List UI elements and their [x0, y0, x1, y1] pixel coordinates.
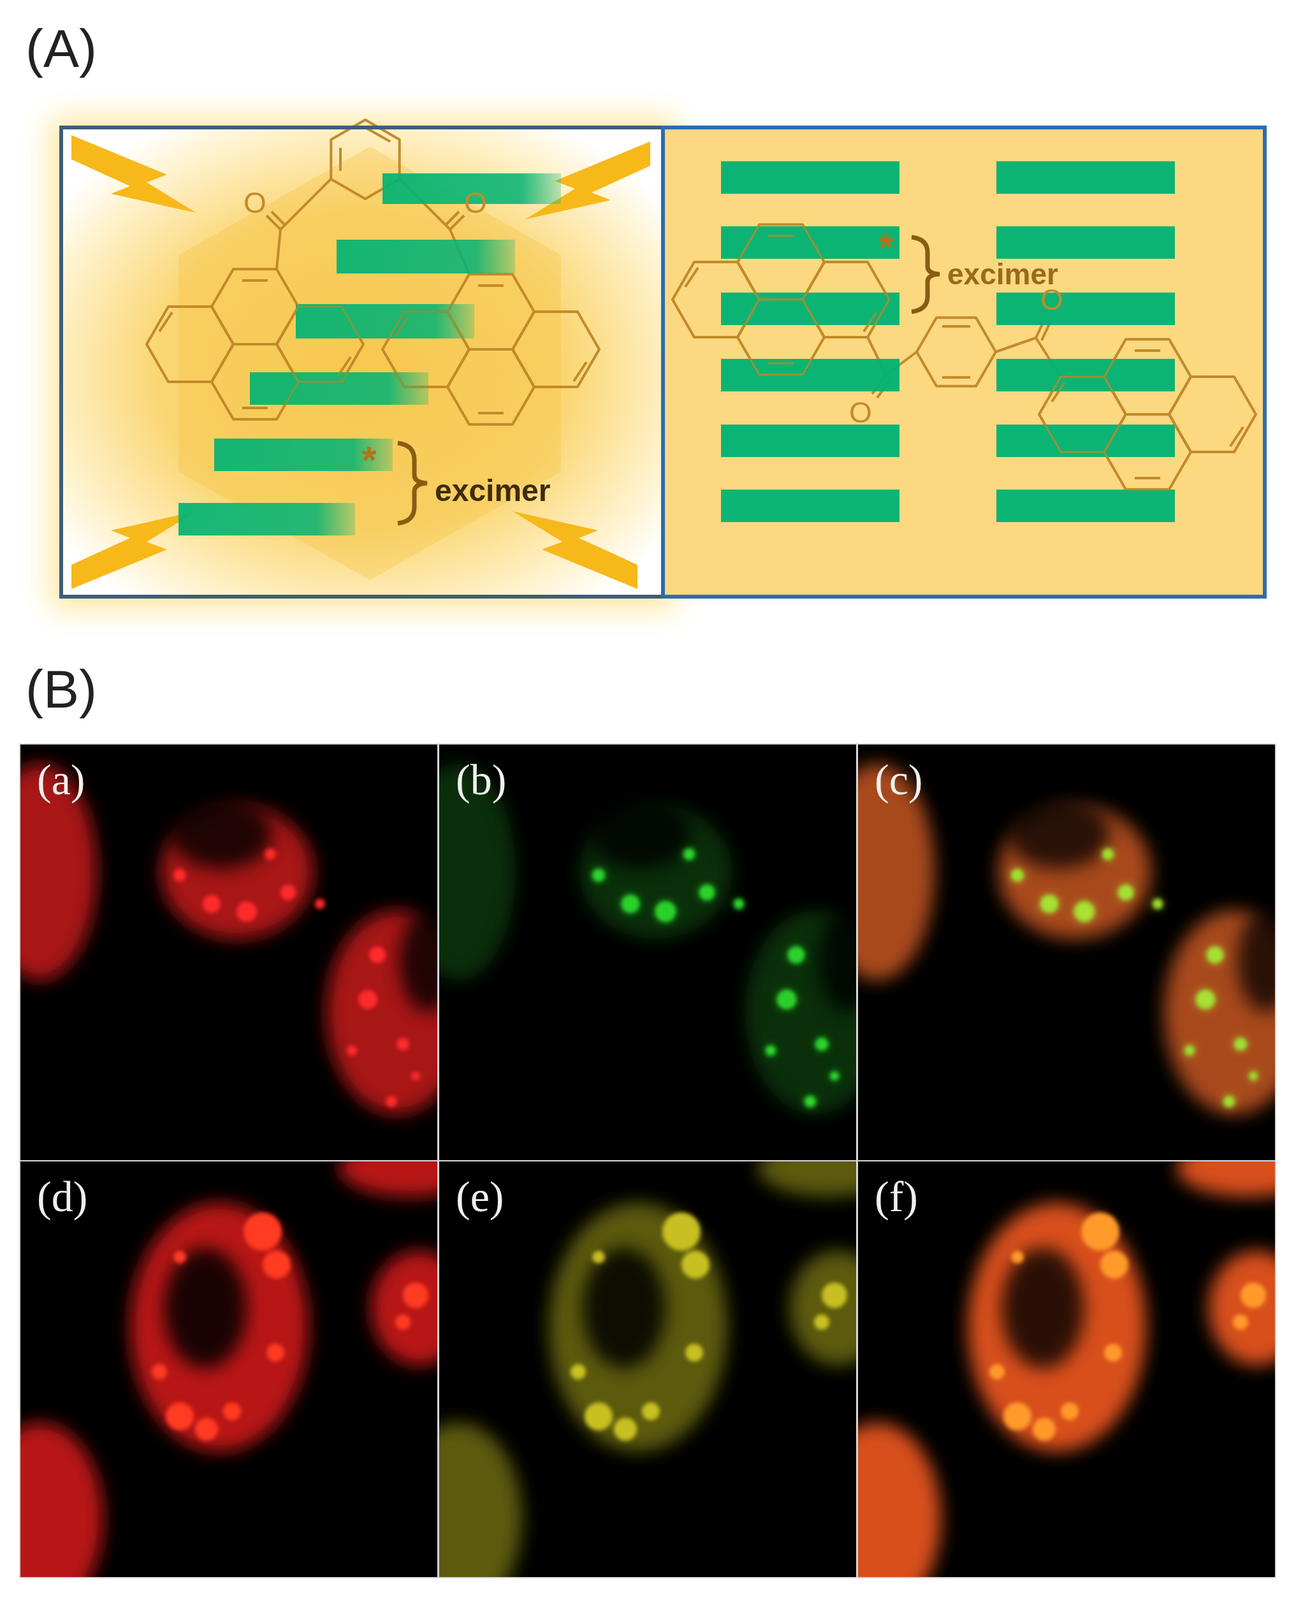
- micrograph-panel: (d): [20, 1161, 438, 1578]
- panel-letter: (d): [36, 1172, 88, 1221]
- micrograph-c: [819, 744, 1296, 1161]
- micrograph-b: [400, 744, 886, 1161]
- atom-label: O: [464, 186, 488, 220]
- panel-letter: (f): [874, 1172, 918, 1221]
- micrograph-panel: (f): [858, 1161, 1275, 1578]
- meta-molecule-overlay: [146, 269, 600, 425]
- panel-letter: (b): [455, 756, 507, 804]
- panel-a-scheme: [50, 117, 1265, 609]
- excimer-bracket: [911, 237, 940, 312]
- excited-mark: *: [878, 226, 894, 269]
- scheme-frame: [61, 127, 1265, 597]
- quenched-box: [662, 127, 1265, 597]
- micrograph-panel: (a): [20, 744, 438, 1161]
- micrograph-panel: (c): [858, 744, 1275, 1161]
- outer-glow: [50, 117, 676, 609]
- excited-mark: *: [361, 439, 377, 482]
- glow-hexagon: [178, 146, 561, 581]
- lightning-bolts: [71, 135, 651, 590]
- micrograph-e: [394, 1139, 899, 1600]
- micrograph-d: [0, 1139, 480, 1600]
- stacking-bars-quenched: [720, 161, 1175, 523]
- micrograph-panel: (b): [439, 744, 857, 1161]
- atom-label: O: [243, 186, 267, 220]
- excimer-bracket: [397, 443, 428, 524]
- panel-letter: (e): [455, 1172, 504, 1221]
- quenched-frame: [662, 127, 1265, 597]
- panel-label: (A): [25, 19, 97, 78]
- panel-letter: (c): [874, 756, 923, 804]
- panel-label: (B): [25, 659, 97, 719]
- micrograph-a: [0, 744, 467, 1161]
- atom-label: O: [1040, 283, 1064, 317]
- excimer-label: excimer: [434, 474, 551, 509]
- para-molecule: [672, 224, 1256, 490]
- meta-molecule: [146, 119, 600, 425]
- atom-label: O: [849, 396, 873, 430]
- micrograph-f: [813, 1139, 1296, 1600]
- micrograph-panel: (e): [439, 1161, 857, 1578]
- panel-letter: (a): [36, 756, 85, 804]
- stacking-bars: [178, 173, 561, 536]
- para-molecule-overlay: [672, 224, 1256, 490]
- micrograph-grid: [0, 743, 1296, 1600]
